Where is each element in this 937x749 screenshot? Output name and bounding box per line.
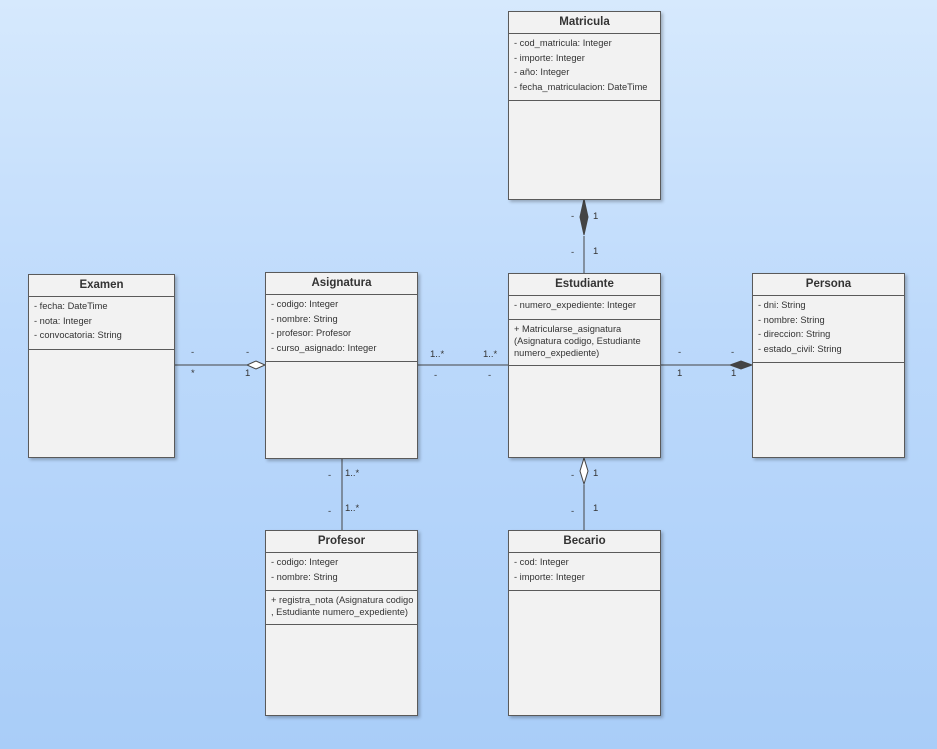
attribute: - importe: Integer [514, 52, 585, 63]
attribute: - nombre: String [271, 313, 338, 324]
class-becario[interactable]: Becario - cod: Integer - importe: Intege… [508, 530, 661, 716]
composition-diamond [579, 198, 589, 236]
multiplicity-label: - [571, 247, 575, 258]
attribute: - importe: Integer [514, 571, 585, 582]
operations-compartment: + registra_nota (Asignatura codigo , Est… [266, 591, 417, 625]
attributes-compartment: - cod_matricula: Integer - importe: Inte… [509, 34, 660, 101]
class-name: Becario [509, 531, 660, 553]
operation: + Matricularse_asignatura (Asignatura co… [514, 323, 641, 358]
attribute: - nombre: String [271, 571, 338, 582]
class-persona[interactable]: Persona - dni: String - nombre: String -… [752, 273, 905, 458]
attributes-compartment: - codigo: Integer - nombre: String [266, 553, 417, 591]
multiplicity-label: 1 [731, 368, 737, 379]
attribute: - convocatoria: String [34, 330, 122, 340]
attribute: - direccion: String [758, 329, 831, 339]
multiplicity-label: - [678, 347, 682, 358]
operation: + registra_nota (Asignatura codigo , Est… [271, 595, 414, 617]
attribute: - cod: Integer [514, 557, 569, 567]
multiplicity-label: 1 [593, 211, 599, 222]
multiplicity-label: - [328, 506, 332, 517]
attribute: - nombre: String [758, 314, 825, 325]
attributes-compartment: - dni: String - nombre: String - direcci… [753, 296, 904, 363]
attribute: - fecha: DateTime [34, 301, 108, 311]
class-asignatura[interactable]: Asignatura - codigo: Integer - nombre: S… [265, 272, 418, 459]
attribute: - estado_civil: String [758, 343, 842, 354]
attribute: - fecha_matriculacion: DateTime [514, 81, 648, 92]
composition-diamond [728, 360, 754, 370]
multiplicity-label: * [191, 368, 195, 379]
attribute: - dni: String [758, 300, 806, 310]
attribute: - codigo: Integer [271, 557, 339, 567]
aggregation-diamond [579, 456, 589, 486]
attributes-compartment: - codigo: Integer - nombre: String - pro… [266, 295, 417, 362]
class-estudiante[interactable]: Estudiante - numero_expediente: Integer … [508, 273, 661, 458]
multiplicity-label: - [571, 470, 575, 481]
attribute: - curso_asignado: Integer [271, 342, 377, 353]
multiplicity-label: 1..* [483, 349, 498, 360]
class-name: Profesor [266, 531, 417, 553]
attribute: - año: Integer [514, 67, 570, 77]
attribute: - codigo: Integer [271, 299, 339, 309]
multiplicity-label: - [328, 470, 332, 481]
class-name: Asignatura [266, 273, 417, 295]
operations-compartment: + Matricularse_asignatura (Asignatura co… [509, 320, 660, 366]
attributes-compartment: - cod: Integer - importe: Integer [509, 553, 660, 591]
multiplicity-label: - [191, 347, 195, 358]
class-name: Estudiante [509, 274, 660, 296]
multiplicity-label: 1..* [345, 468, 360, 479]
aggregation-diamond [245, 360, 267, 370]
attribute: - profesor: Profesor [271, 328, 352, 338]
class-examen[interactable]: Examen - fecha: DateTime - nota: Integer… [28, 274, 175, 458]
class-name: Examen [29, 275, 174, 297]
multiplicity-label: 1..* [345, 503, 360, 514]
multiplicity-label: 1 [245, 368, 251, 379]
attributes-compartment: - numero_expediente: Integer [509, 296, 660, 320]
class-name: Persona [753, 274, 904, 296]
attribute: - cod_matricula: Integer [514, 38, 612, 48]
attributes-compartment: - fecha: DateTime - nota: Integer - conv… [29, 297, 174, 350]
multiplicity-label: 1 [593, 468, 599, 479]
class-matricula[interactable]: Matricula - cod_matricula: Integer - imp… [508, 11, 661, 200]
multiplicity-label: 1 [593, 503, 599, 514]
multiplicity-label: - [434, 370, 438, 381]
multiplicity-label: - [731, 347, 735, 358]
class-profesor[interactable]: Profesor - codigo: Integer - nombre: Str… [265, 530, 418, 716]
multiplicity-label: 1 [593, 246, 599, 257]
multiplicity-label: - [571, 506, 575, 517]
multiplicity-label: 1 [677, 368, 683, 379]
class-name: Matricula [509, 12, 660, 34]
multiplicity-label: - [246, 347, 250, 358]
attribute: - nota: Integer [34, 315, 92, 326]
attribute: - numero_expediente: Integer [514, 300, 636, 310]
multiplicity-label: - [488, 370, 492, 381]
multiplicity-label: 1..* [430, 349, 445, 360]
multiplicity-label: - [571, 211, 575, 222]
